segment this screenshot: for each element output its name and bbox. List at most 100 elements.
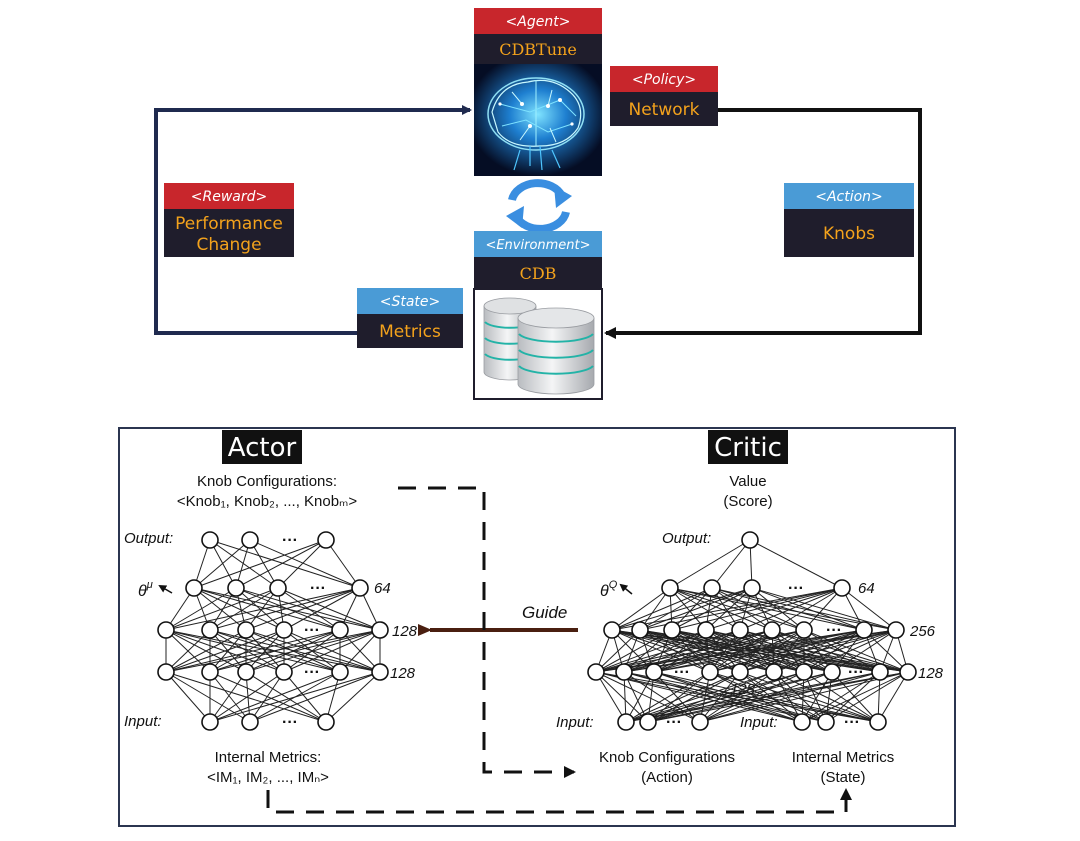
actor-layer2-size: 128 (392, 623, 418, 640)
actor-connection (249, 671, 381, 723)
actor-network: ··············· (157, 531, 389, 731)
critic-connection (647, 671, 881, 723)
critic-neuron (795, 663, 813, 681)
critic-connection (625, 671, 741, 723)
critic-neuron (743, 579, 761, 597)
critic-connection (625, 671, 655, 723)
critic-connection (705, 587, 843, 631)
critic-neuron (663, 621, 681, 639)
critic-neuron (645, 663, 663, 681)
critic-neuron (869, 713, 887, 731)
critic-layer1-size: 64 (858, 580, 875, 597)
state-name: Metrics (379, 322, 441, 342)
critic-neuron (603, 621, 621, 639)
critic-connection (771, 629, 881, 673)
critic-connection (803, 671, 827, 723)
critic-connection (669, 539, 751, 589)
critic-connection (611, 587, 713, 631)
critic-connection (639, 629, 741, 673)
critic-neuron (765, 663, 783, 681)
actor-connection (209, 539, 279, 589)
actor-connection (245, 629, 381, 673)
critic-connection (623, 629, 897, 673)
database-cylinders-icon (483, 297, 595, 395)
critic-network: ·················· (587, 531, 917, 731)
critic-neuron (631, 621, 649, 639)
state-group: <State> Metrics (357, 288, 463, 348)
critic-neuron (691, 713, 709, 731)
actor-connection (209, 629, 285, 673)
policy-group: <Policy> Network (610, 66, 718, 126)
critic-neuron (871, 663, 889, 681)
actor-ellipsis: ··· (310, 580, 326, 597)
actor-ellipsis: ··· (304, 664, 320, 681)
action-group: <Action> Knobs (784, 183, 914, 257)
critic-connection (639, 629, 775, 673)
actor-connection (209, 539, 237, 589)
critic-connection (669, 587, 773, 631)
critic-connection (595, 629, 641, 673)
actor-connection (249, 671, 285, 723)
critic-neuron (899, 663, 917, 681)
critic-input-label-right: Input: (740, 714, 778, 731)
critic-connection (671, 587, 843, 631)
critic-connection (647, 671, 909, 723)
critic-ellipsis: ··· (674, 664, 690, 681)
environment-tag: <Environment> (485, 238, 590, 253)
actor-neuron (275, 663, 293, 681)
policy-tag-box (610, 66, 718, 92)
actor-connection (209, 671, 327, 723)
critic-connection (751, 587, 805, 631)
critic-layer3-right-size: 128 (918, 665, 944, 682)
critic-neuron (701, 663, 719, 681)
actor-neuron (275, 621, 293, 639)
critic-ellipsis: ··· (788, 580, 804, 597)
actor-connection (283, 671, 327, 723)
state-tag-box (357, 288, 463, 314)
critic-neuron (639, 713, 657, 731)
critic-neuron (823, 663, 841, 681)
critic-neuron (763, 621, 781, 639)
actor-connection (165, 629, 211, 673)
actor-connection (235, 587, 285, 631)
critic-ellipsis: ··· (848, 664, 864, 681)
actor-connection (283, 587, 361, 631)
actor-input-dashed-connector (266, 788, 852, 814)
critic-ellipsis: ··· (666, 714, 682, 731)
actor-neuron (201, 663, 219, 681)
actor-connection (165, 629, 247, 673)
actor-output-dashed-connector (398, 486, 576, 778)
critic-connection (801, 671, 833, 723)
actor-connection (209, 539, 361, 589)
policy-name: Network (629, 100, 700, 120)
reward-name-box (164, 209, 294, 257)
critic-connection (595, 671, 701, 723)
critic-connection (595, 629, 707, 673)
actor-title: Actor (228, 433, 297, 463)
critic-connection (841, 587, 897, 631)
action-name: Knobs (823, 224, 875, 244)
actor-connection (209, 629, 247, 673)
critic-connection (739, 587, 843, 631)
actor-connection (193, 587, 285, 631)
critic-connection (739, 671, 879, 723)
policy-to-environment-arrow (604, 108, 922, 339)
agent-name-box (474, 34, 602, 64)
critic-connection (773, 671, 879, 723)
actor-ellipsis: ··· (282, 714, 298, 731)
actor-connection (209, 629, 381, 673)
environment-name-box (474, 257, 602, 289)
critic-connection (831, 629, 865, 673)
actor-neuron (237, 621, 255, 639)
critic-connection (801, 671, 909, 723)
critic-connection (625, 671, 881, 723)
environment-group: <Environment> CDB (473, 231, 603, 400)
critic-theta: θQ (600, 579, 618, 600)
critic-neuron (833, 579, 851, 597)
critic-layer2-size: 256 (909, 623, 936, 640)
actor-output-line1: Knob Configurations: (197, 473, 337, 490)
actor-connection (165, 671, 211, 723)
critic-connection (705, 629, 833, 673)
critic-connection (831, 629, 897, 673)
actor-layer3-size: 128 (390, 665, 416, 682)
